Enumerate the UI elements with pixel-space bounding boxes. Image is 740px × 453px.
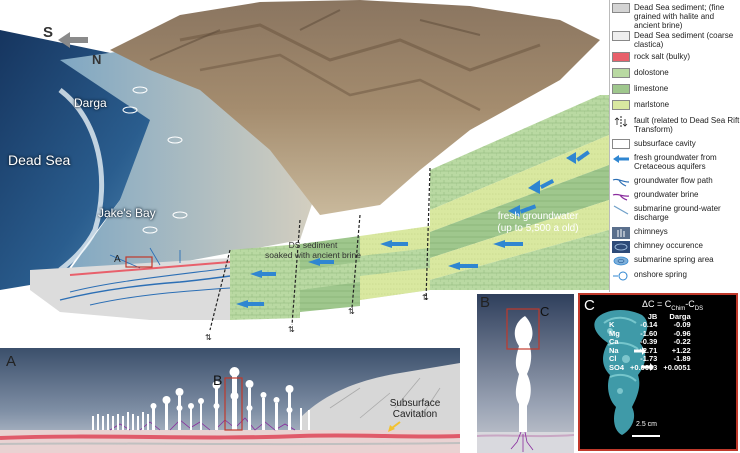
legend-item: marlstone	[610, 100, 740, 110]
chimney-shape	[514, 316, 533, 432]
svg-text:⇅: ⇅	[205, 333, 212, 342]
compass-north-label: N	[92, 52, 102, 67]
legend-item: onshore spring	[610, 270, 740, 282]
block-diagram: ⇅ ⇅ ⇅ ⇅	[0, 0, 609, 342]
groundwater-arrows	[236, 150, 590, 308]
panel-a-label: A	[6, 353, 17, 370]
chimney-icon	[612, 227, 630, 239]
table-row: SO4+0.0053+0.0051	[609, 362, 691, 372]
panel-a-marker-b: B	[213, 372, 223, 388]
legend-item: subsurface cavity	[610, 139, 740, 149]
chimneys-cluster	[92, 367, 310, 430]
legend-item: groundwater flow path	[610, 176, 740, 188]
marker-a-label: A	[114, 254, 121, 265]
svg-text:⇅: ⇅	[348, 307, 355, 316]
swatch-limestone	[612, 84, 630, 94]
table-row: Ca-0.39-0.22	[609, 337, 691, 346]
col-darga: Darga	[669, 312, 691, 321]
legend-item: submarine spring area	[610, 255, 740, 267]
panel-c-label: C	[584, 297, 595, 314]
fresh-groundwater-label: fresh groundwater (up to 5,500 a old)	[497, 211, 579, 234]
panel-b-marker-c: C	[540, 304, 550, 319]
scale-label: 2.5 cm	[636, 421, 658, 428]
place-jakes-bay: Jake's Bay	[98, 206, 156, 220]
fault-icon	[614, 116, 628, 128]
svg-text:⇅: ⇅	[422, 293, 429, 302]
box-a-marker	[125, 256, 153, 268]
swatch-marlstone	[612, 100, 630, 110]
table-row: Na+2.71+1.22	[609, 345, 691, 355]
legend-item: chimney occurence	[610, 241, 740, 253]
brine-icon	[612, 193, 630, 201]
svg-text:⇅: ⇅	[288, 325, 295, 334]
submarine-spring-icon	[613, 256, 629, 266]
chimney-occurrence-icon	[612, 241, 630, 253]
legend-item: dolostone	[610, 68, 740, 78]
legend-item: submarine ground-water discharge	[610, 204, 740, 222]
spring-markers	[122, 86, 188, 234]
place-darga: Darga	[74, 96, 107, 110]
chimney-sample-image	[594, 310, 660, 437]
box-b-marker	[224, 377, 243, 431]
box-c-marker	[506, 308, 540, 350]
legend-item: chimneys	[610, 227, 740, 239]
flow-path-icon	[612, 178, 630, 187]
swatch-fine-sediment	[612, 3, 630, 13]
cavity-icon	[612, 139, 630, 149]
legend: Dead Sea sediment; (fine grained with ha…	[609, 0, 740, 292]
legend-item: fresh groundwater from Cretaceous aquife…	[610, 153, 740, 171]
delta-c-formula: ΔC = CChim-CDS	[642, 299, 704, 312]
swatch-coarse-clastics	[612, 31, 630, 41]
discharge-icon	[613, 205, 629, 215]
place-dead-sea: Dead Sea	[8, 152, 71, 168]
mountain-terrain	[110, 0, 600, 215]
swatch-dolostone	[612, 68, 630, 78]
legend-item: Dead Sea sediment; (fine grained with ha…	[610, 3, 740, 30]
panel-c-photo: C ΔC = CChim-CDS JB Darga K-0.14-0.09 Mg-…	[578, 293, 738, 451]
subsurface-cavitation-label: Subsurface Cavitation	[389, 398, 441, 420]
onshore-spring-icon	[613, 271, 628, 281]
compass-south-label: S	[43, 24, 54, 41]
swatch-rock-salt	[612, 52, 630, 62]
legend-item: Dead Sea sediment (coarse clastica)	[610, 31, 740, 49]
table-row: Mg-1.60-0.96	[609, 328, 691, 338]
blue-arrow-icon	[613, 155, 629, 163]
legend-item: fault (related to Dead Sea Rift Transfor…	[610, 116, 740, 134]
table-row: Cl-1.73-1.89	[609, 354, 691, 363]
ds-sediment-label: DS sediment soaked with ancient brine	[265, 240, 361, 260]
panel-a-section	[0, 348, 460, 453]
legend-item: limestone	[610, 84, 740, 94]
legend-item: groundwater brine	[610, 190, 740, 202]
legend-item: rock salt (bulky)	[610, 52, 740, 62]
panel-b-chimney	[477, 294, 574, 453]
col-jb: JB	[647, 312, 658, 321]
scale-bar	[632, 435, 660, 437]
compass-arrow	[58, 32, 88, 48]
panel-b-label: B	[480, 294, 491, 311]
table-row: K-0.14-0.09	[609, 320, 691, 329]
ion-delta-table: JB Darga K-0.14-0.09 Mg-1.60-0.96 Ca-0.39…	[606, 312, 694, 372]
